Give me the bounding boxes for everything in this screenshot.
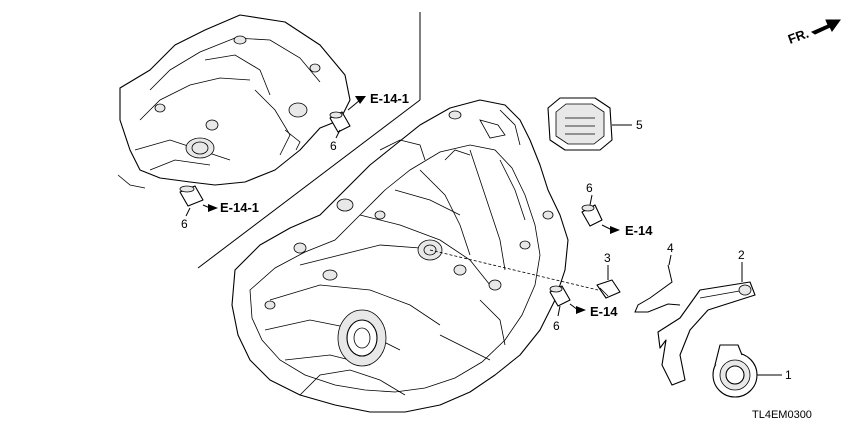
boot: 5 — [547, 97, 643, 151]
dowel-pin-right-lower: E-14 6 — [549, 285, 618, 333]
fitting: 3 — [429, 249, 621, 299]
callout-4: 4 — [667, 241, 674, 255]
release-bearing: 1 — [712, 344, 792, 398]
section-divider-diagonal — [197, 99, 421, 269]
reference-e14-lower: E-14 — [590, 304, 618, 319]
dowel-pin-lower-left: E-14-1 6 — [179, 185, 259, 231]
alternate-housing-view — [117, 14, 351, 189]
reference-e14-1-lower: E-14-1 — [220, 200, 259, 215]
dowel-pin-right-upper: 6 E-14 — [581, 181, 653, 238]
reference-e14-upper: E-14 — [625, 223, 653, 238]
orientation-label: FR. — [786, 26, 811, 47]
forward-arrow-icon — [810, 19, 841, 35]
callout-5: 5 — [636, 118, 643, 132]
spring-clip: 4 — [634, 241, 681, 313]
callout-3: 3 — [604, 251, 611, 265]
callout-2: 2 — [738, 248, 745, 262]
callout-6c: 6 — [586, 181, 593, 195]
callout-6d: 6 — [553, 319, 560, 333]
callout-1: 1 — [785, 368, 792, 382]
release-fork: 2 — [657, 248, 756, 386]
dowel-pin-upper-left: 6 E-14-1 — [329, 91, 409, 153]
reference-e14-1-upper: E-14-1 — [370, 91, 409, 106]
callout-6a: 6 — [330, 139, 337, 153]
clutch-housing — [231, 99, 569, 413]
diagram-code: TL4EM0300 — [752, 409, 812, 421]
orientation-indicator: FR. — [786, 19, 841, 47]
callout-6b: 6 — [181, 217, 188, 231]
